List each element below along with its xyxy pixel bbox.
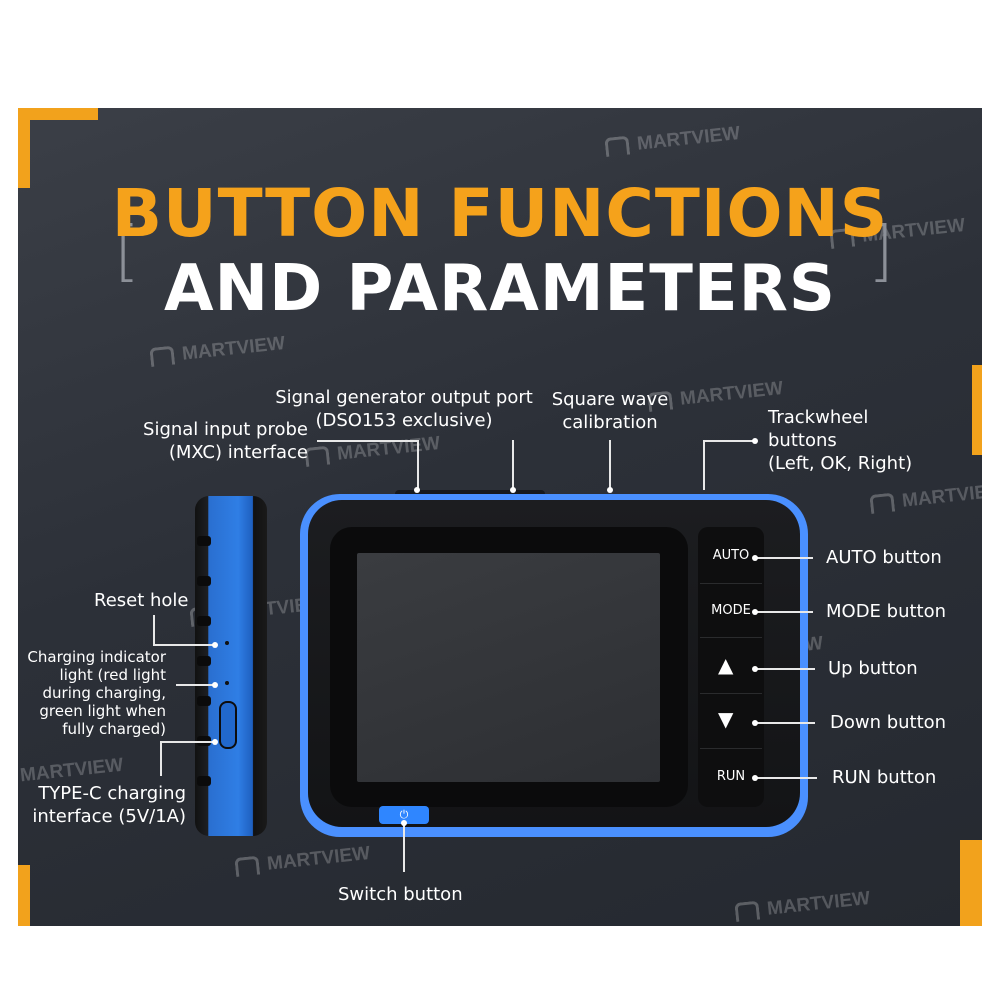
callout-dot: [752, 438, 758, 444]
down-arrow-icon[interactable]: ▼: [718, 707, 734, 731]
callout-line: [160, 742, 162, 776]
charging-indicator-label: Charging indicator light (red light duri…: [27, 648, 166, 738]
corner-accent-top-left: [18, 108, 98, 120]
trackwheel-label: Trackwheel buttons (Left, OK, Right): [768, 407, 913, 474]
type-c-port: [219, 701, 237, 749]
corner-accent-top-left-v: [18, 108, 30, 188]
auto-key[interactable]: AUTO: [712, 548, 750, 563]
callout-line: [153, 644, 215, 646]
key-divider: [700, 583, 762, 636]
run-button-label: RUN button: [832, 767, 937, 788]
corner-accent-bottom-left: [18, 865, 30, 926]
callout-dot: [752, 666, 758, 672]
signal-generator-label: Signal generator output port (DSO153 exc…: [275, 387, 533, 431]
device-screen: [357, 553, 660, 782]
up-button-label: Up button: [828, 658, 918, 679]
title-bracket-left: [: [114, 212, 140, 289]
switch-button-label: Switch button: [338, 884, 463, 905]
key-divider: [700, 637, 762, 690]
title-line-2: AND PARAMETERS: [163, 252, 837, 326]
reset-hole-label: Reset hole: [94, 590, 189, 611]
callout-line: [755, 722, 815, 724]
callout-line: [703, 440, 705, 490]
callout-line: [512, 440, 514, 490]
key-divider: [700, 693, 762, 746]
callout-dot: [212, 682, 218, 688]
callout-dot: [414, 487, 420, 493]
auto-button-label: AUTO button: [826, 547, 942, 568]
square-wave-label: Square wave calibration: [551, 389, 669, 433]
title-bracket-right: ]: [868, 212, 894, 289]
up-arrow-icon[interactable]: ▲: [718, 653, 734, 677]
callout-line: [317, 440, 417, 442]
callout-line: [160, 741, 216, 743]
callout-line: [755, 611, 813, 613]
corner-accent-right: [972, 365, 982, 455]
callout-dot: [401, 820, 407, 826]
reset-hole: [225, 641, 229, 645]
signal-input-label: Signal input probe (MXC) interface: [143, 419, 308, 463]
callout-dot: [752, 609, 758, 615]
mode-key[interactable]: MODE: [711, 603, 751, 618]
charging-indicator-light: [225, 681, 229, 685]
callout-dot: [752, 555, 758, 561]
run-key[interactable]: RUN: [716, 769, 746, 784]
corner-accent-bottom-right: [960, 840, 982, 926]
callout-dot: [212, 642, 218, 648]
callout-line: [153, 615, 155, 645]
callout-line: [703, 440, 755, 442]
callout-line: [609, 440, 611, 490]
callout-line: [755, 557, 813, 559]
down-button-label: Down button: [830, 712, 947, 733]
callout-dot: [752, 720, 758, 726]
key-divider: [700, 748, 762, 801]
device-side-view: [195, 496, 267, 836]
title-line-1: BUTTON FUNCTIONS: [111, 175, 889, 252]
callout-line: [755, 777, 817, 779]
callout-dot: [607, 487, 613, 493]
callout-dot: [212, 739, 218, 745]
callout-dot: [510, 487, 516, 493]
mode-button-label: MODE button: [826, 601, 947, 622]
power-icon[interactable]: ⏻: [379, 806, 429, 824]
callout-line: [417, 440, 419, 490]
callout-line: [176, 684, 216, 686]
type-c-label: TYPE-C charging interface (5V/1A): [32, 783, 186, 827]
callout-line: [403, 822, 405, 872]
callout-dot: [752, 775, 758, 781]
callout-line: [755, 668, 815, 670]
